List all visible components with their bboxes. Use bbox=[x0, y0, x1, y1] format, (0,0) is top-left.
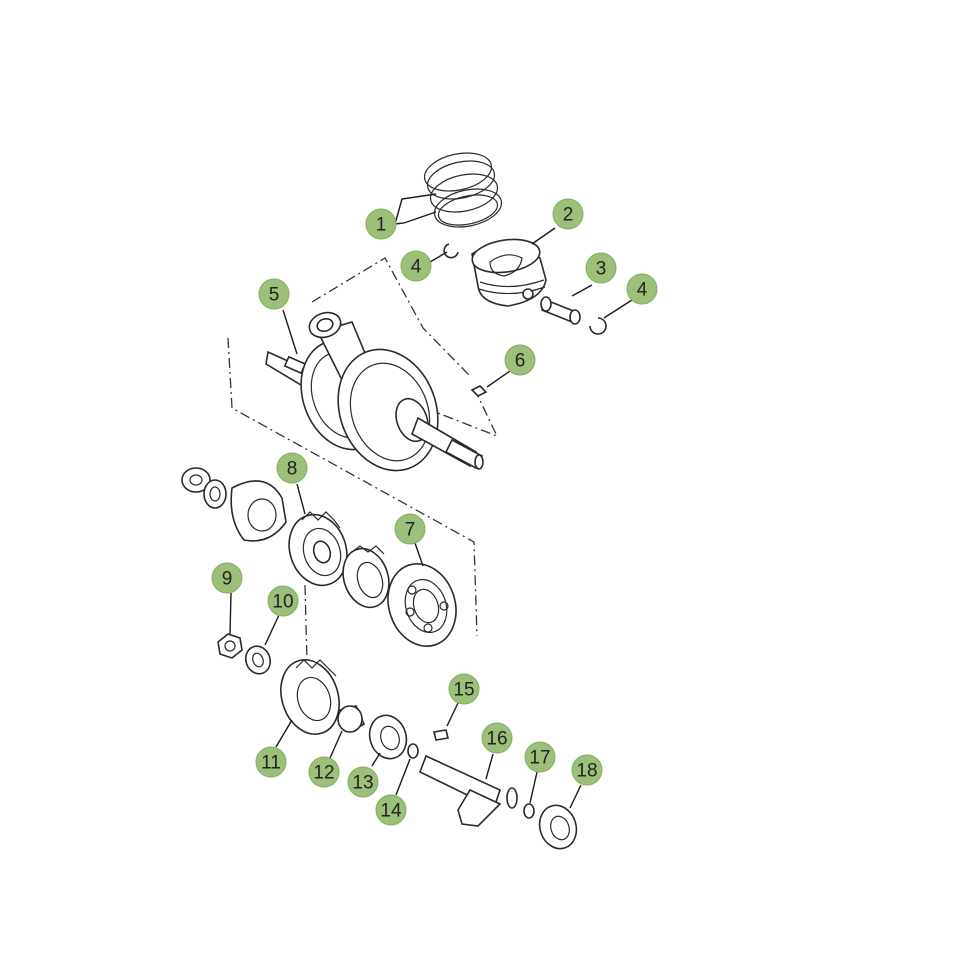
balancer-bearing bbox=[368, 714, 408, 760]
callout-9: 9 bbox=[211, 562, 243, 594]
callout-1: 1 bbox=[365, 208, 397, 240]
lock-washer bbox=[244, 645, 272, 675]
callout-4-left-label: 4 bbox=[411, 257, 422, 278]
piston-pin-clip-left bbox=[443, 243, 459, 259]
callout-7-label: 7 bbox=[405, 520, 416, 541]
piston-rings bbox=[423, 152, 503, 228]
callout-1-label: 1 bbox=[376, 215, 387, 236]
callout-4-left: 4 bbox=[400, 250, 432, 282]
shaft-bearing bbox=[538, 804, 578, 850]
balancer-shaft-parts bbox=[181, 467, 287, 542]
balancer-gear bbox=[342, 545, 390, 609]
callout-3-label: 3 bbox=[596, 259, 607, 280]
o-ring-right bbox=[523, 803, 535, 819]
crank-bearing bbox=[387, 562, 457, 648]
callout-6: 6 bbox=[504, 344, 536, 376]
callout-2-label: 2 bbox=[563, 205, 574, 226]
callout-4-right-label: 4 bbox=[637, 280, 648, 301]
callout-15-label: 15 bbox=[453, 680, 474, 701]
callout-6-label: 6 bbox=[515, 351, 526, 372]
crankshaft bbox=[265, 311, 484, 472]
woodruff-key bbox=[470, 385, 488, 397]
callout-10-label: 10 bbox=[272, 592, 293, 613]
callout-14: 14 bbox=[375, 794, 407, 826]
drive-gear bbox=[288, 511, 348, 587]
balancer-drive-gear bbox=[280, 659, 340, 735]
piston-pin bbox=[540, 296, 581, 325]
callout-17-label: 17 bbox=[529, 748, 550, 769]
callout-12: 12 bbox=[308, 756, 340, 788]
callout-4-right: 4 bbox=[626, 273, 658, 305]
callout-18-label: 18 bbox=[576, 761, 597, 782]
callout-2: 2 bbox=[552, 198, 584, 230]
callout-17: 17 bbox=[524, 741, 556, 773]
callout-11: 11 bbox=[255, 746, 287, 778]
callout-11-label: 11 bbox=[261, 753, 281, 774]
collar bbox=[337, 705, 366, 734]
callout-9-label: 9 bbox=[222, 569, 233, 590]
callout-13-label: 13 bbox=[352, 773, 373, 794]
callout-5-label: 5 bbox=[269, 285, 280, 306]
callout-13: 13 bbox=[347, 766, 379, 798]
nut bbox=[217, 633, 243, 659]
callout-7: 7 bbox=[394, 513, 426, 545]
callout-16-label: 16 bbox=[486, 729, 507, 750]
callout-10: 10 bbox=[267, 585, 299, 617]
callout-16: 16 bbox=[481, 722, 513, 754]
callout-5: 5 bbox=[258, 278, 290, 310]
piston-pin-clip-right bbox=[589, 317, 607, 335]
callout-8-label: 8 bbox=[287, 459, 298, 480]
assembly-dash-lines bbox=[227, 257, 499, 663]
key bbox=[433, 729, 449, 741]
callout-14-label: 14 bbox=[380, 801, 402, 822]
balancer-shaft bbox=[418, 754, 518, 827]
callout-8: 8 bbox=[276, 452, 308, 484]
callout-15: 15 bbox=[448, 673, 480, 705]
callout-12-label: 12 bbox=[313, 763, 334, 784]
o-ring-left bbox=[407, 743, 419, 759]
piston bbox=[471, 238, 547, 307]
callout-3: 3 bbox=[585, 252, 617, 284]
callout-18: 18 bbox=[571, 754, 603, 786]
